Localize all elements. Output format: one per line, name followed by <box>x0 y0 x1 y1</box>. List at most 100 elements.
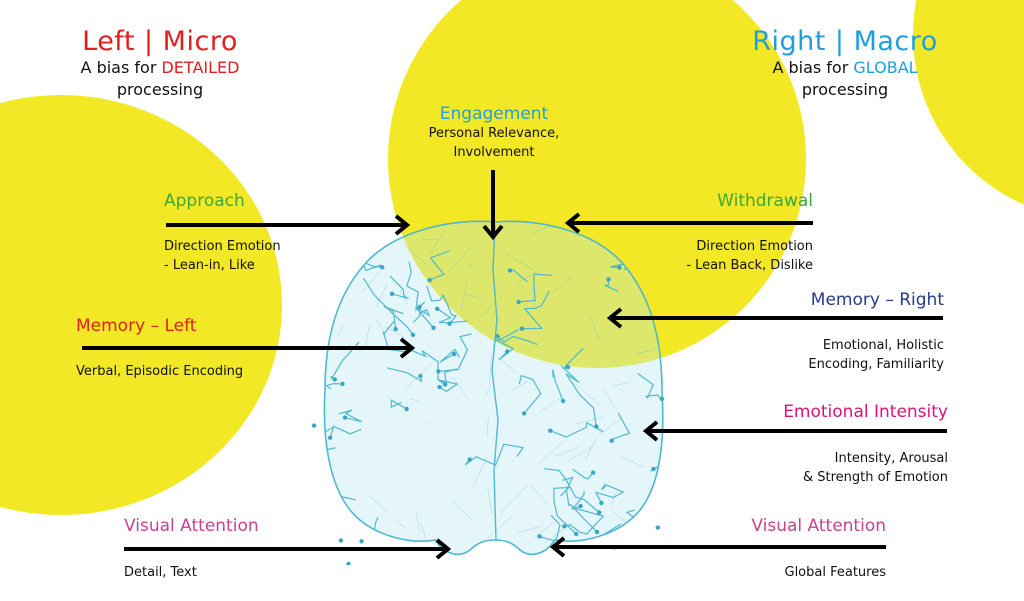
brain-mesh-line <box>601 386 615 408</box>
brain-mesh-line <box>516 270 538 284</box>
brain-gyrus-line <box>429 250 450 281</box>
right-header-subtitle: A bias for GLOBAL <box>725 57 965 79</box>
brain-node <box>311 423 317 428</box>
brain-mesh-line <box>375 284 388 308</box>
brain-mesh-line <box>575 417 605 425</box>
brain-mesh-line <box>489 356 492 383</box>
brain-midline <box>491 224 499 541</box>
brain-mesh-line <box>451 500 472 520</box>
brain-node <box>560 398 566 404</box>
brain-node <box>659 396 665 402</box>
brain-node <box>521 411 527 416</box>
withdrawal-desc: Direction Emotion - Lean Back, Dislike <box>686 237 813 275</box>
brain-gyrus-line <box>382 320 407 353</box>
brain-mesh-line <box>399 289 408 304</box>
brain-mesh-line <box>498 357 517 374</box>
brain-node <box>393 326 398 332</box>
brain-mesh-line <box>538 396 563 414</box>
brain-node <box>410 332 416 337</box>
visual-attention-left-line1: Detail, Text <box>124 565 197 580</box>
memory-right-desc: Emotional, Holistic Encoding, Familiarit… <box>808 336 944 374</box>
approach-line1: Direction Emotion <box>164 239 281 254</box>
brain-mesh-line <box>612 381 631 387</box>
brain-node <box>519 326 524 331</box>
brain-gyrus-line <box>439 348 460 363</box>
brain-node <box>565 365 571 370</box>
withdrawal-line2: - Lean Back, Dislike <box>686 258 813 273</box>
brain-gyrus-line <box>494 329 519 361</box>
arrow-withdrawal <box>564 212 813 234</box>
brain-gyrus-line <box>390 399 407 410</box>
brain-node <box>389 291 395 296</box>
brain-gyrus-line <box>362 277 414 336</box>
brain-node <box>418 373 423 379</box>
brain-node <box>548 428 553 433</box>
brain-node <box>606 277 611 282</box>
approach-title: Approach <box>164 191 245 211</box>
brain-gyrus-line <box>426 286 458 325</box>
brain-node <box>437 384 442 390</box>
arrow-visual-attention-left <box>124 538 452 560</box>
yellow-circle-center <box>388 0 806 368</box>
brain-mesh-line <box>409 398 421 402</box>
brain-node <box>338 538 344 543</box>
brain-node <box>340 381 345 387</box>
brain-mesh-line <box>505 253 535 271</box>
brain-gyrus-line <box>562 347 584 370</box>
brain-node <box>574 531 579 537</box>
engagement-title: Engagement <box>439 104 549 124</box>
visual-attention-right-title: Visual Attention <box>751 516 886 536</box>
brain-mesh-line <box>447 246 473 272</box>
brain-gyrus-line <box>438 333 472 372</box>
brain-mesh-line <box>385 326 404 338</box>
engagement-line1: Personal Relevance, <box>428 126 560 141</box>
brain-mesh-line <box>610 488 619 506</box>
arrow-approach <box>166 214 411 236</box>
brain-node <box>655 525 660 530</box>
brain-node <box>346 561 351 565</box>
brain-node <box>594 529 600 535</box>
brain-node <box>328 435 333 440</box>
brain-mesh-line <box>619 455 644 468</box>
brain-node <box>651 466 656 472</box>
right-header-sub-line2: processing <box>801 80 889 99</box>
left-header-title: Left | Micro <box>82 26 238 57</box>
approach-desc: Direction Emotion - Lean-in, Like <box>164 237 281 275</box>
brain-gyrus-line <box>594 483 625 504</box>
memory-right-line1: Emotional, Holistic <box>822 338 944 353</box>
brain-mesh-line <box>589 314 600 340</box>
brain-mesh-line <box>598 419 621 435</box>
brain-mesh-line <box>512 380 529 391</box>
brain-node <box>516 299 521 305</box>
brain-mesh-line <box>416 512 420 533</box>
brain-gyrus-line <box>571 491 585 511</box>
left-header-sub-line2: processing <box>116 80 204 99</box>
memory-left-line1: Verbal, Episodic Encoding <box>76 364 244 379</box>
emotional-intensity-title: Emotional Intensity <box>783 402 948 422</box>
emotional-intensity-line2: & Strength of Emotion <box>802 470 948 485</box>
brain-mesh-line <box>568 446 593 461</box>
brain-node <box>597 510 602 515</box>
brain-mesh-line <box>487 487 493 514</box>
brain-node <box>417 304 422 310</box>
arrow-memory-left <box>82 337 416 359</box>
brain-mesh-line <box>487 416 489 435</box>
brain-gyrus-line <box>408 348 446 386</box>
brain-gyrus-line <box>338 409 362 423</box>
visual-attention-left-title: Visual Attention <box>124 516 259 536</box>
brain-node <box>617 265 622 270</box>
brain-node <box>332 377 337 382</box>
brain-mesh-line <box>425 422 429 424</box>
brain-gyrus-line <box>383 305 404 330</box>
brain-mesh-line <box>461 281 468 312</box>
brain-node <box>435 306 440 311</box>
brain-gyrus-line <box>544 468 600 513</box>
brain-gyrus-line <box>389 275 409 300</box>
brain-node <box>436 369 441 374</box>
brain-mesh-line <box>361 270 381 294</box>
withdrawal-title: Withdrawal <box>717 191 813 211</box>
brain-node <box>505 349 510 354</box>
brain-mesh-line <box>531 286 536 307</box>
right-header-title: Right | Macro <box>752 26 938 57</box>
